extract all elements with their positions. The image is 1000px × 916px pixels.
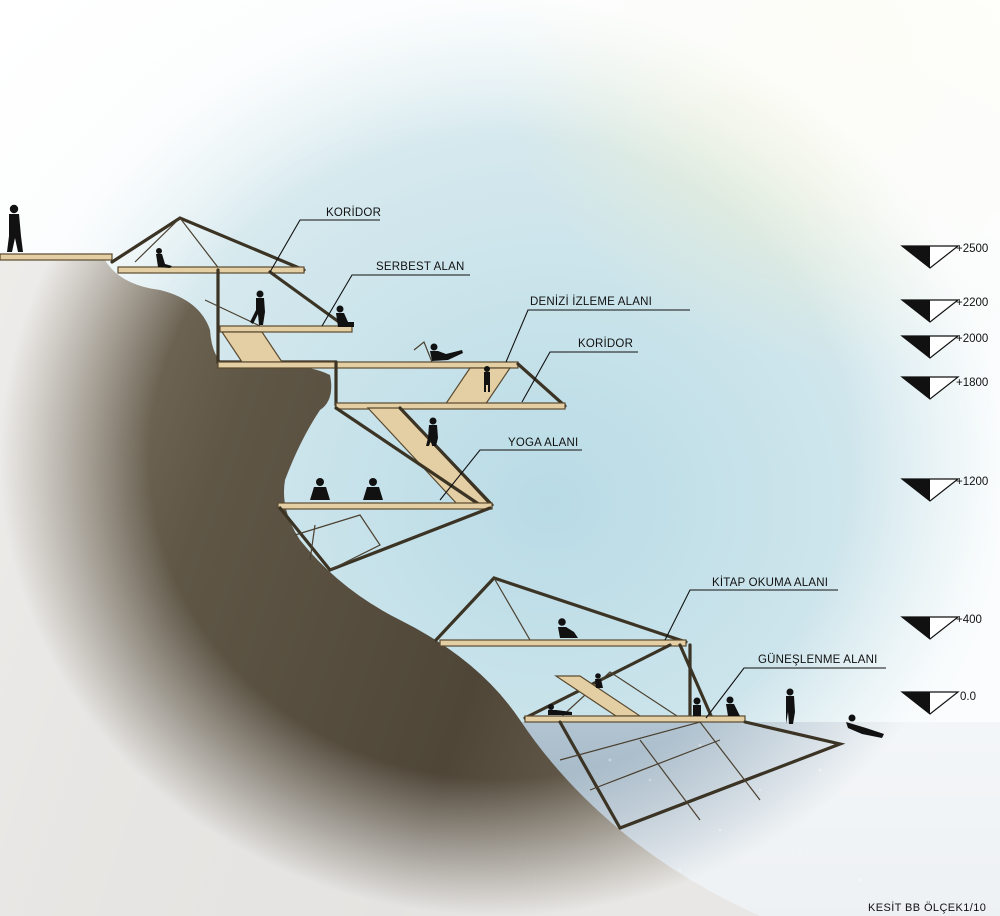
person-yoga-1 — [310, 478, 330, 500]
yoga-platform — [277, 502, 493, 572]
level-text: +2200 — [956, 297, 988, 309]
drawing-caption: KESİT BB ÖLÇEK1/10 — [868, 901, 986, 914]
upper-pavilion — [110, 216, 353, 364]
labels: KORİDOR SERBEST ALAN DENİZİ İZLEME ALANI… — [326, 206, 878, 666]
person-yoga-2 — [363, 478, 383, 500]
level-marker: +1800 — [900, 376, 988, 400]
label-guneslenme: GÜNEŞLENME ALANI — [758, 654, 878, 666]
sunbathing-deck — [524, 715, 846, 830]
level-marker: +400 — [900, 614, 982, 640]
level-text: +2000 — [956, 333, 988, 345]
person-serbest-standing — [250, 290, 265, 325]
level-text: +1800 — [956, 377, 988, 389]
level-marker: +2200 — [900, 297, 988, 323]
label-serbest-alan: SERBEST ALAN — [376, 261, 464, 273]
leader-lines — [269, 219, 886, 719]
people — [156, 248, 884, 738]
level-text: +2500 — [956, 243, 988, 255]
top-deck — [0, 253, 113, 261]
level-text: +400 — [956, 614, 982, 626]
person-upper-pavilion — [156, 248, 172, 268]
label-koridor-top: KORİDOR — [326, 206, 381, 219]
level-text: 0.0 — [960, 691, 976, 703]
level-text: +1200 — [956, 476, 988, 488]
person-deck-2 — [726, 696, 740, 716]
person-reclining — [430, 343, 463, 361]
person-deck-1 — [693, 697, 701, 716]
level-marker: +1200 — [900, 476, 988, 502]
person-reading — [558, 618, 578, 638]
person-sunbathing — [548, 704, 572, 715]
person-serbest-sitting — [336, 305, 354, 327]
person-stair-lower — [595, 673, 603, 688]
label-koridor-mid: KORİDOR — [578, 337, 633, 350]
person-corridor — [484, 366, 490, 392]
person-stair — [426, 417, 438, 446]
level-marker: +2500 — [900, 243, 988, 269]
level-markers: +2500 +2200 +2000 +1800 +1200 +400 — [900, 243, 988, 715]
viewing-platform — [217, 341, 567, 410]
person-swimming — [846, 714, 884, 738]
person-deck-3 — [786, 688, 795, 724]
label-denizi-izleme: DENİZİ İZLEME ALANI — [530, 295, 652, 308]
label-yoga-alani: YOGA ALANI — [508, 437, 578, 449]
level-marker: +2000 — [900, 333, 988, 359]
label-kitap-okuma: KİTAP OKUMA ALANI — [712, 576, 828, 589]
level-marker: 0.0 — [900, 691, 976, 715]
person-standing-top — [7, 204, 23, 252]
